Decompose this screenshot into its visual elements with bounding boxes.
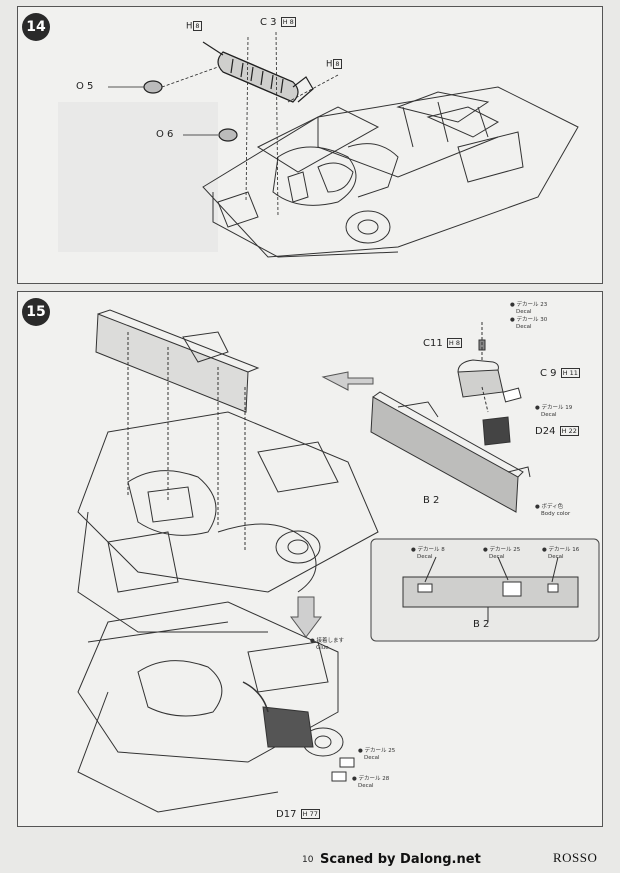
step-14-panel: 14: [17, 6, 603, 284]
label-d24: D24 H 22: [535, 426, 579, 437]
label-c3: C 3 H 8: [260, 17, 296, 28]
scan-credit: Scaned by Dalong.net: [320, 852, 481, 867]
step-15-panel: 15: [17, 291, 603, 827]
page-number: 10: [302, 855, 314, 865]
label-d17: D17 H 77: [276, 809, 320, 820]
label-b2: B 2: [423, 495, 440, 506]
brand-logo-text: ROSSO: [553, 850, 598, 865]
step-15-illustration: [77, 309, 600, 813]
label-b2-inset: B 2: [473, 619, 490, 630]
step-number-15: 15: [22, 298, 50, 326]
label-c11: C11 H 8: [423, 338, 462, 349]
step-14-illustration: [58, 31, 579, 258]
step-number-14: 14: [22, 13, 50, 41]
label-o5: O 5: [76, 81, 94, 92]
label-c9: C 9 H 11: [540, 368, 580, 379]
label-o6: O 6: [156, 129, 174, 140]
